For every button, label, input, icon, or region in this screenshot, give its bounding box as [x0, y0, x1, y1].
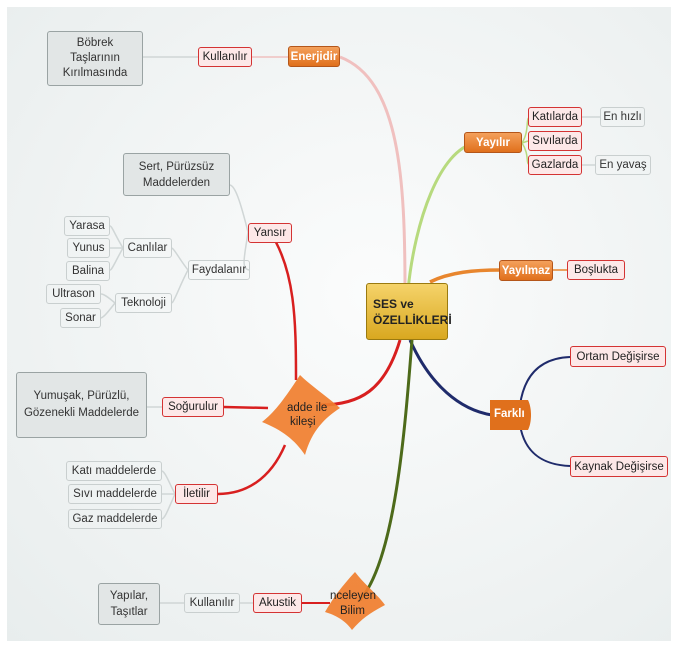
node-akustik[interactable]: Akustik	[253, 593, 302, 613]
node-inceleyen[interactable]: nceleyen	[330, 590, 377, 602]
node-sert[interactable]: Sert, Pürüzsüz Maddelerden	[123, 153, 230, 196]
node-kaynak[interactable]: Kaynak Değişirse	[570, 456, 668, 477]
node-yapilar[interactable]: Yapılar, Taşıtlar	[98, 583, 160, 625]
link-spread	[406, 141, 476, 291]
link-matter	[319, 339, 402, 407]
center-line1: SES ve	[373, 296, 414, 311]
node-etkilesim[interactable]: kileşi	[290, 416, 316, 428]
node-gazlarda[interactable]: Gazlarda	[528, 155, 582, 175]
link-diff	[408, 339, 493, 417]
node-sogurulur[interactable]: Soğurulur	[162, 397, 224, 417]
node-katilarda[interactable]: Katılarda	[528, 107, 582, 127]
node-yayilmaz[interactable]: Yayılmaz	[499, 260, 553, 281]
node-kullanilir-top[interactable]: Kullanılır	[198, 47, 252, 67]
node-yunus[interactable]: Yunus	[67, 238, 110, 258]
node-iletilir[interactable]: İletilir	[175, 484, 218, 504]
center-node[interactable]: SES ve ÖZELLİKLERİ	[366, 283, 452, 340]
node-gaz-madde[interactable]: Gaz maddelerde	[68, 509, 162, 529]
node-yarasa[interactable]: Yarasa	[64, 216, 110, 236]
node-canlilar[interactable]: Canlılar	[123, 238, 172, 258]
node-en-yavas[interactable]: En yavaş	[595, 155, 651, 175]
node-enerjidir[interactable]: Enerjidir	[288, 46, 340, 67]
diff-blob	[490, 400, 531, 430]
node-yansir[interactable]: Yansır	[248, 223, 292, 243]
link-sogurulur	[223, 405, 269, 410]
node-bobrek[interactable]: Böbrek Taşlarının Kırılmasında	[47, 31, 143, 86]
node-sonar[interactable]: Sonar	[60, 308, 101, 328]
node-en-hizli[interactable]: En hızlı	[600, 107, 645, 127]
node-farkli[interactable]: Farklı	[494, 408, 525, 420]
node-teknoloji[interactable]: Teknoloji	[115, 293, 172, 313]
node-ultrason[interactable]: Ultrason	[46, 284, 101, 304]
node-boslukta[interactable]: Boşlukta	[567, 260, 625, 280]
node-faydalanir[interactable]: Faydalanır	[188, 260, 250, 280]
center-line2: ÖZELLİKLERİ	[373, 312, 452, 327]
link-energy	[339, 55, 407, 291]
matter-blob	[262, 375, 340, 455]
node-yayilir[interactable]: Yayılır	[464, 132, 522, 153]
node-bilim[interactable]: Bilim	[340, 605, 365, 617]
science-blob	[325, 572, 385, 630]
node-kati-madde[interactable]: Katı maddelerde	[66, 461, 162, 481]
node-madde-ile[interactable]: adde ile	[287, 402, 328, 414]
link-yansir	[268, 231, 298, 381]
node-sivilarda[interactable]: Sıvılarda	[528, 131, 582, 151]
node-yumusak[interactable]: Yumuşak, Pürüzlü, Gözenekli Maddelerde	[16, 372, 147, 438]
link-science	[358, 339, 414, 601]
node-balina[interactable]: Balina	[66, 261, 110, 281]
link-vacuum	[429, 268, 501, 284]
node-sivi-madde[interactable]: Sıvı maddelerde	[68, 484, 162, 504]
node-kullanilir-bottom[interactable]: Kullanılır	[184, 593, 240, 613]
link-iletilir	[217, 444, 287, 496]
node-ortam[interactable]: Ortam Değişirse	[570, 346, 666, 367]
